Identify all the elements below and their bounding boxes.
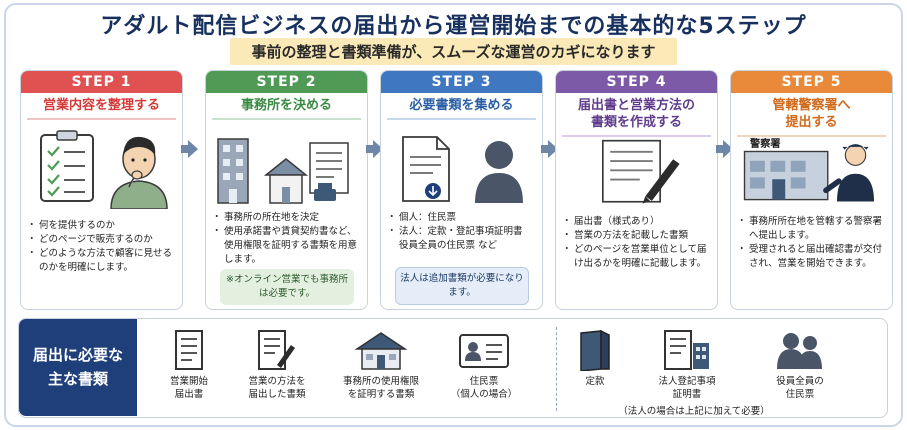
step-3-head: STEP 3 [381,71,542,93]
arrow-right-icon [366,140,383,158]
step-4-bullets: 届出書（様式あり） 営業の方法を記載した書類 どのページを営業単位として届け出る… [562,215,714,271]
doc-line1: 事務所の使用権限 [342,376,419,387]
doc-item: 役員全員の 住民票 [755,329,845,401]
step-4-card: STEP 4 届出書と営業方法の 書類を作成する 届出書（様式あり） 営業の方法… [555,70,718,310]
list-item: 事務所所在地を管轄する警察署へ提出します。 [737,215,889,243]
arrow-right-icon [181,140,198,158]
step-1-card: STEP 1 営業内容を整理する 何を提供するのか どのページで販売するのか ど… [20,70,183,310]
doc-item: 住民票 （個人の場合） [439,329,529,401]
list-item: 個人：住民票 [387,211,539,225]
doc-item: 営業の方法を 届出した書類 [231,329,323,401]
document-pen-icon [601,139,680,204]
subtitle-wrap: 事前の整理と書類準備が、スムーズな運営のカギになります [0,38,907,65]
page-subtitle: 事前の整理と書類準備が、スムーズな運営のカギになります [229,38,678,65]
step-3-title: 必要書類を集める [387,97,536,120]
doc-item: 定款 [567,329,623,388]
step-1-bullets: 何を提供するのか どのページで販売するのか どのような方法で顧客に見せるのかを明… [27,219,179,275]
step-1-title-line1: 営業内容を整理する [42,98,160,113]
step-2-head: STEP 2 [206,71,367,93]
list-item: 法人：定款・登記事項証明書 役員全員の住民票 など [387,225,539,253]
required-documents-panel: 届出に必要な 主な書類 営業開始 届出書 営業の方法を 届出した書類 事務所の使… [18,318,888,418]
binder-icon [580,329,610,371]
step-2-title-line1: 事務所を決める [240,98,332,113]
document-person-icon [402,136,523,203]
step-2-title: 事務所を決める [212,97,361,120]
step-3-note: 法人は追加書類が必要になります。 [395,267,529,305]
list-item: 事務所の所在地を決定 [212,211,364,225]
step-1-head: STEP 1 [21,71,182,93]
office-building-icon [217,138,349,204]
divider [556,327,557,411]
doc-line1: 営業開始 [169,376,208,387]
doc-line1: 役員全員の [776,376,824,387]
step-5-title-line1: 管轄警察署へ [772,98,851,113]
list-item: どのページで販売するのか [27,233,179,247]
doc-line1: 定款 [585,376,605,387]
doc-line1: 住民票 [469,376,499,387]
document-pen-icon [258,330,295,370]
arrow-right-icon [541,140,558,158]
step-4-head: STEP 4 [556,71,717,93]
doc-item: 事務所の使用権限 を証明する書類 [327,329,435,401]
doc-item: 営業開始 届出書 [149,329,229,401]
list-item: 何を提供するのか [27,219,179,233]
house-icon [354,332,408,370]
arrow-right-icon [716,140,733,158]
list-item: 使用承諾書や賃貸契約書など、使用権限を証明する書類を用意します。 [212,225,364,267]
list-item: どのような方法で顧客に見せるのかを明確にします。 [27,247,179,275]
doc-line2: 届出した書類 [248,389,306,400]
id-card-icon [459,334,509,368]
step-4-title-line2: 書類を作成する [590,115,682,130]
step-2-card: STEP 2 事務所を決める 事務所の所在地を決定 使用承諾書や賃貸契約書など、… [205,70,368,310]
police-station-sign: 警察署 [749,137,780,150]
step-1-title: 営業内容を整理する [27,97,176,120]
doc-line2: 住民票 [785,389,815,400]
list-item: どのページを営業単位として届け出るかを明確に記載します。 [562,243,714,271]
list-item: 受理されると届出確認書が交付され、営業を開始できます。 [737,243,889,271]
doc-line2: （個人の場合） [450,389,518,400]
doc-line1: 営業の方法を [248,376,306,387]
corporate-note: （法人の場合は上記に加えて必要） [618,406,770,417]
page-title: アダルト配信ビジネスの届出から運営開始までの基本的な5ステップ [100,14,807,39]
step-3-title-line1: 必要書類を集める [409,98,514,113]
step-3-card: STEP 3 必要書類を集める 個人：住民票 法人：定款・登記事項証明書 役員全… [380,70,543,310]
step-2-bullets: 事務所の所在地を決定 使用承諾書や賃貸契約書など、使用権限を証明する書類を用意し… [212,211,364,267]
label-line1: 届出に必要な [32,346,123,364]
step-4-title: 届出書と営業方法の 書類を作成する [562,97,711,137]
step-5-head: STEP 5 [731,71,892,93]
required-documents-label: 届出に必要な 主な書類 [19,319,137,416]
step-5-bullets: 事務所所在地を管轄する警察署へ提出します。 受理されると届出確認書が交付され、営… [737,215,889,271]
doc-line2: を証明する書類 [347,389,415,400]
list-item: 営業の方法を記載した書類 [562,229,714,243]
people-icon [777,333,822,369]
police-station-icon: 警察署 [743,137,875,202]
step-5-title-line2: 提出する [785,115,838,130]
step-3-bullets: 個人：住民票 法人：定款・登記事項証明書 役員全員の住民票 など [387,211,539,253]
doc-item: 法人登記事項 証明書 [637,329,737,401]
step-2-note: ※オンライン営業でも事務所は必要です。 [220,269,354,305]
doc-line1: 法人登記事項 [658,376,716,387]
doc-line2: 届出書 [174,389,204,400]
form-icon [175,330,203,370]
doc-line2: 証明書 [672,389,702,400]
building-document-icon [664,330,709,370]
step-5-card: STEP 5 管轄警察署へ 提出する 警察署 事務所所在地を管轄する警察署へ提出… [730,70,893,310]
step-5-title: 管轄警察署へ 提出する [737,97,886,137]
label-line2: 主な書類 [47,370,108,388]
clipboard-checklist-icon [40,130,168,209]
step-4-title-line1: 届出書と営業方法の [577,98,695,113]
list-item: 届出書（様式あり） [562,215,714,229]
